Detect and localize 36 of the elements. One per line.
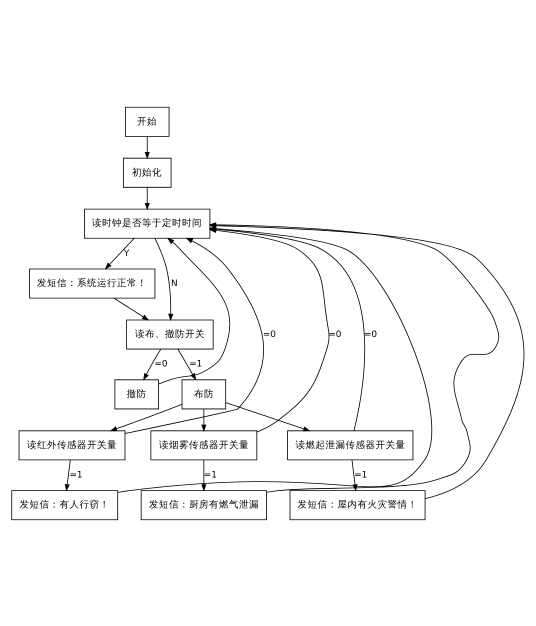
arrow — [225, 402, 310, 431]
edge-label: =0 — [328, 329, 342, 340]
node-box: 发短信：有人行窃！ — [11, 490, 118, 520]
arrow — [64, 459, 71, 491]
arrow — [124, 237, 264, 434]
edge-label: =0 — [262, 329, 276, 340]
node-box: 读烟雾传感器开关量 — [150, 430, 258, 460]
edge-label: =1 — [189, 359, 202, 370]
edge-label: =1 — [204, 470, 217, 480]
arrow — [143, 348, 162, 380]
edge-label: N — [171, 278, 178, 288]
edge-label: Y — [124, 248, 130, 258]
arrow — [158, 237, 230, 384]
node-box: 布防 — [182, 378, 226, 409]
arrow — [114, 297, 150, 320]
node-box: 读燃起泄漏传感器开关量 — [287, 430, 414, 460]
arrow — [104, 237, 135, 270]
node-box: 初始化 — [122, 157, 172, 188]
arrow — [201, 408, 206, 432]
node-box: 读时钟是否等于定时时间 — [84, 208, 210, 238]
edge-label: =1 — [354, 470, 368, 480]
edge-label: =0 — [154, 359, 168, 370]
node-box: 发短信：厨房有燃气泄漏 — [140, 490, 267, 520]
arrow — [110, 403, 182, 431]
node-box: 读布、撤防开关 — [126, 319, 214, 349]
node-box: 发短信：系统运行正常！ — [29, 268, 156, 298]
arrow — [201, 459, 206, 492]
node-box: 读红外传感器开关量 — [18, 430, 126, 460]
node-box: 撤防 — [114, 378, 159, 409]
arrow — [154, 238, 174, 321]
edge-label: =1 — [70, 470, 83, 480]
node-box: 发短信：屋内有火灾警情！ — [290, 490, 426, 520]
arrow — [144, 186, 150, 210]
edge-label: =0 — [364, 329, 378, 340]
arrow — [144, 136, 150, 159]
node-box: 开始 — [125, 106, 170, 136]
